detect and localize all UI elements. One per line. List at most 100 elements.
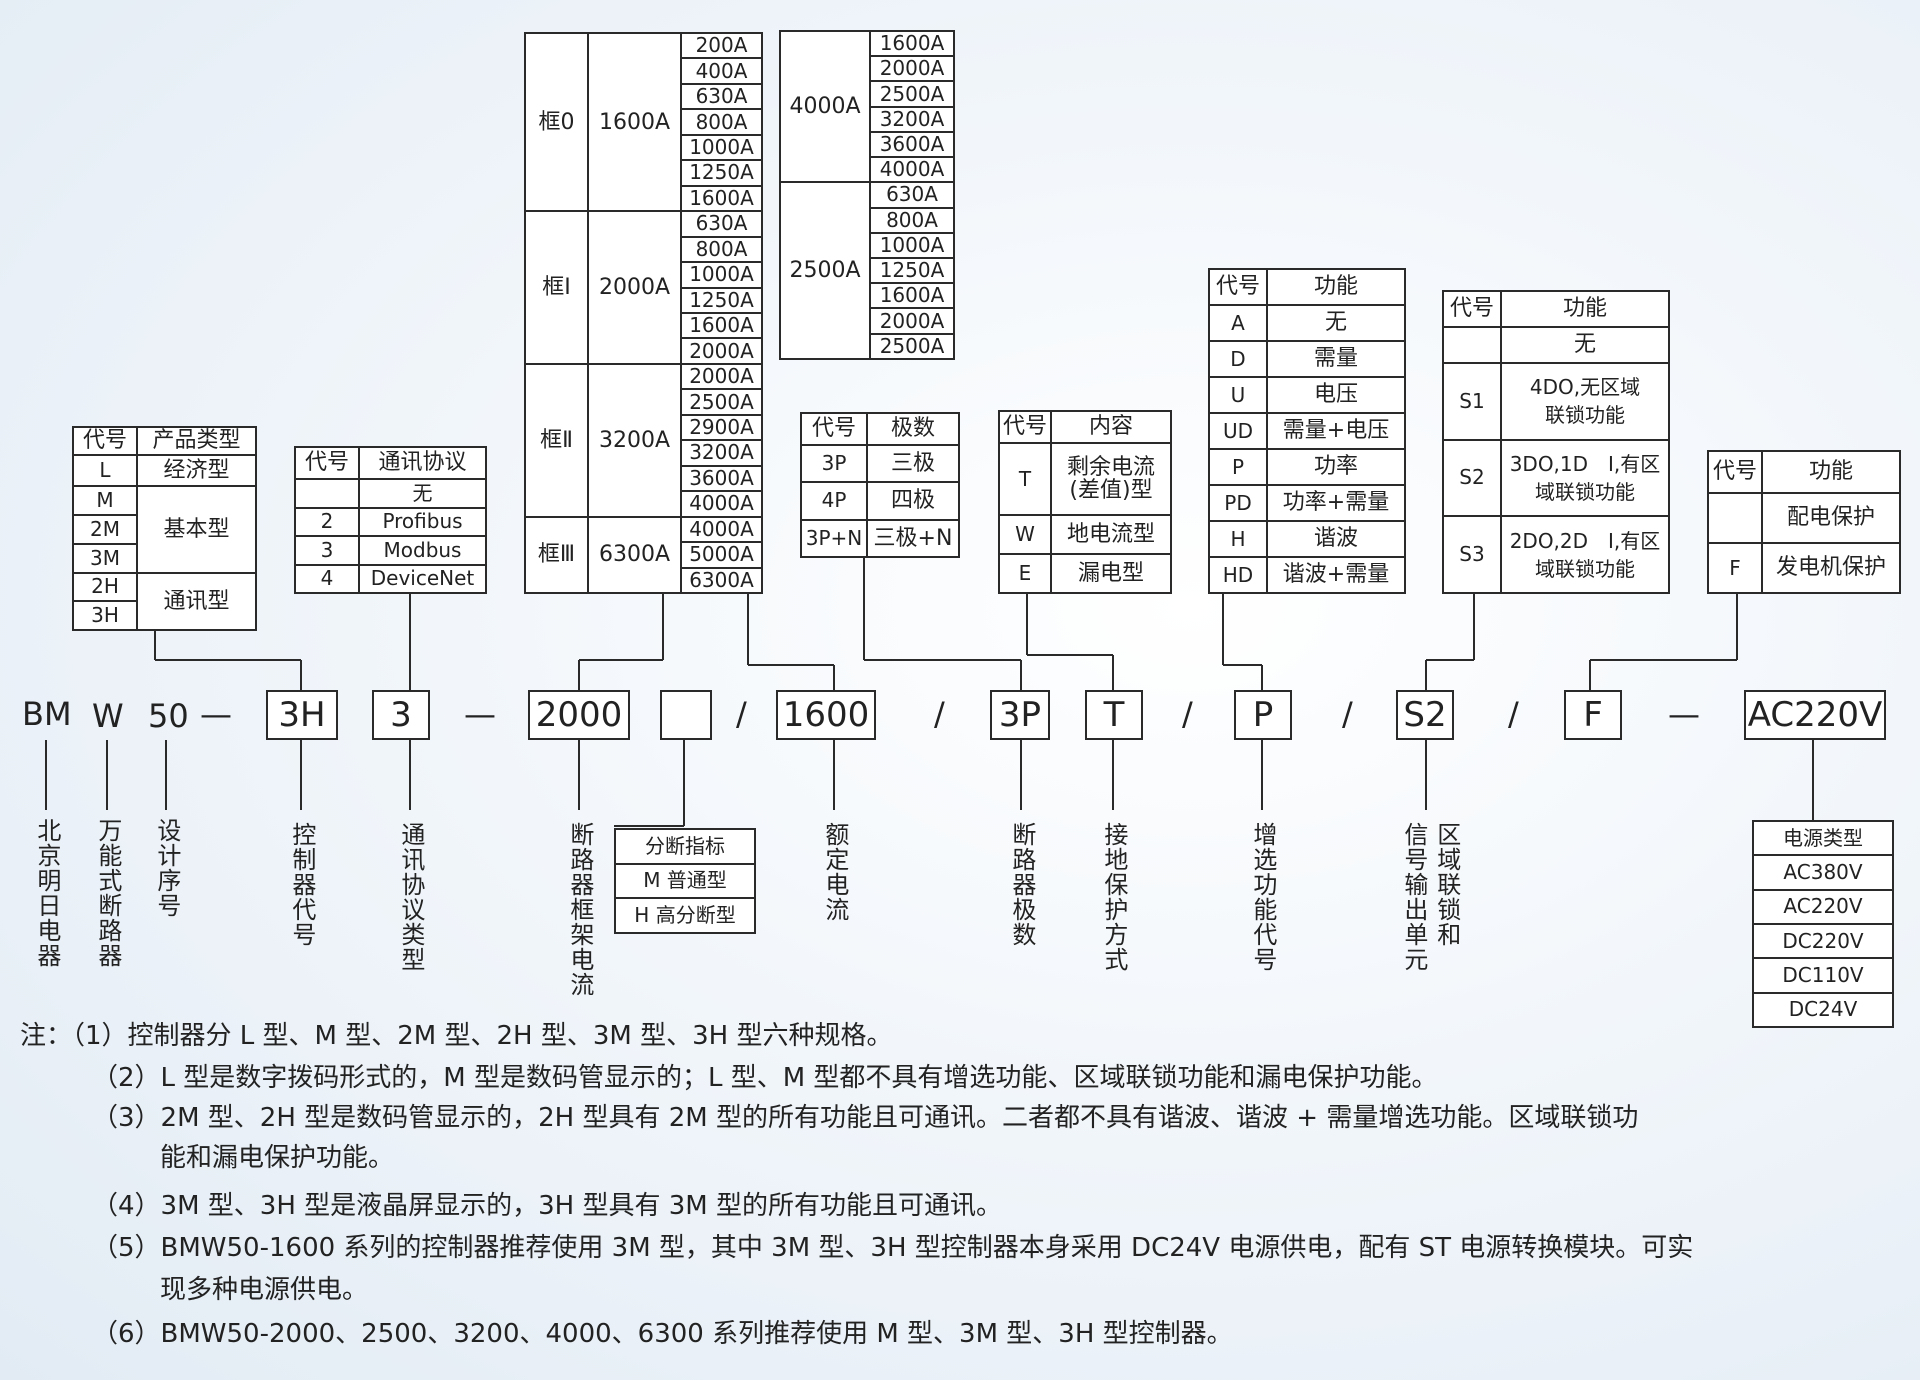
label-zone-line2: 信号输出单元 <box>1399 822 1428 972</box>
function-cell: 发电机保护 <box>1761 542 1901 594</box>
frame-current-cell: 4000A <box>779 29 871 184</box>
code-cell: A <box>1208 304 1268 342</box>
code-cell: 3H <box>72 600 138 631</box>
header-code: 代号 <box>800 412 868 446</box>
label-frame-current: 断路器框架电流 <box>565 822 594 997</box>
rating-cell: 2000A <box>869 55 955 83</box>
code-cell: 3 <box>294 535 360 566</box>
code-cell: D <box>1208 340 1268 378</box>
function-cell: 需量 <box>1266 340 1406 378</box>
rating-cell: 800A <box>680 235 763 264</box>
code-cell: 3P+N <box>800 518 868 559</box>
breaking-row: H 高分断型 <box>614 897 756 934</box>
breaking-title: 分断指标 <box>614 828 756 865</box>
label-rated-current: 额定电流 <box>820 822 849 922</box>
rating-cell: 2900A <box>680 413 763 442</box>
code-cell: W <box>998 514 1052 555</box>
function-cell: 功率+需量 <box>1266 484 1406 522</box>
rating-cell: 1000A <box>680 261 763 289</box>
label-comm-type: 通讯协议类型 <box>396 822 425 972</box>
note-4: （4）3M 型、3H 型是液晶屏显示的，3H 型具有 3M 型的所有功能且可通讯… <box>92 1191 1003 1221</box>
protocol-cell: Modbus <box>358 535 487 566</box>
code-cell: L <box>72 453 138 488</box>
frame-current-cell: 6300A <box>587 515 682 595</box>
code-cell: M <box>72 485 138 517</box>
content-cell: 漏电型 <box>1050 553 1172 594</box>
frame-name-cell: 框0 <box>524 31 589 213</box>
rating-cell: 630A <box>869 181 955 209</box>
function-cell: 需量+电压 <box>1266 412 1406 450</box>
breaking-capacity-table: 分断指标 M 普通型 H 高分断型 <box>614 828 756 934</box>
code-cell: PD <box>1208 484 1268 522</box>
power-row: DC220V <box>1752 922 1894 960</box>
note-6: （6）BMW50-2000、2500、3200、4000、6300 系列推荐使用… <box>92 1319 1233 1349</box>
header-poles: 极数 <box>866 412 960 446</box>
power-row: AC220V <box>1752 888 1894 925</box>
seg-w: W <box>92 697 124 735</box>
code-cell: UD <box>1208 412 1268 450</box>
rating-cell: 4000A <box>680 515 763 544</box>
function-cell: 无 <box>1500 326 1670 364</box>
rating-cell: 2000A <box>869 307 955 335</box>
rating-cell: 800A <box>680 108 763 136</box>
rating-cell: 1250A <box>869 256 955 285</box>
seg-dash: — <box>1668 695 1700 733</box>
function-cell: 4DO,无区域 联锁功能 <box>1500 362 1670 441</box>
label-poles: 断路器极数 <box>1007 822 1036 947</box>
rating-cell: 4000A <box>869 156 955 184</box>
type-cell: 通讯型 <box>136 571 257 631</box>
code-cell <box>294 478 360 509</box>
function-cell: 谐波+需量 <box>1266 556 1406 594</box>
seg-dash: — <box>200 695 232 733</box>
code-cell: F <box>1707 542 1763 594</box>
seg-dash: — <box>464 695 496 733</box>
poles-cell: 四极 <box>866 481 960 521</box>
header-protocol: 通讯协议 <box>358 446 487 480</box>
rating-cell: 6300A <box>680 566 763 595</box>
function-cell: 谐波 <box>1266 520 1406 558</box>
function-box: P <box>1234 690 1292 740</box>
header-content: 内容 <box>1050 410 1172 444</box>
protocol-cell: DeviceNet <box>358 563 487 594</box>
rated-current-box: 1600 <box>776 690 876 740</box>
frame-current-cell: 1600A <box>587 31 682 213</box>
rating-cell: 1000A <box>680 133 763 162</box>
note-3-cont: 能和漏电保护功能。 <box>160 1143 395 1173</box>
code-cell: P <box>1208 448 1268 486</box>
seg-bm: BM <box>22 695 72 733</box>
power-box: AC220V <box>1744 690 1886 740</box>
content-cell: 剩余电流 (差值)型 <box>1050 442 1172 516</box>
rating-cell: 200A <box>680 31 763 60</box>
label-zone-line1: 区域联锁和 <box>1432 822 1461 947</box>
note-5: （5）BMW50-1600 系列的控制器推荐使用 3M 型，其中 3M 型、3H… <box>92 1233 1694 1263</box>
rating-cell: 630A <box>680 82 763 111</box>
poles-box: 3P <box>990 690 1050 740</box>
code-cell: T <box>998 442 1052 516</box>
seg-slash: / <box>934 695 945 733</box>
type-cell: 基本型 <box>136 485 257 574</box>
rating-cell: 630A <box>680 210 763 238</box>
rating-cell: 3600A <box>869 130 955 159</box>
function-cell: 无 <box>1266 304 1406 342</box>
rating-cell: 1600A <box>680 311 763 340</box>
code-cell <box>1707 492 1763 544</box>
code-cell: H <box>1208 520 1268 558</box>
rating-cell: 1600A <box>869 282 955 310</box>
header-code: 代号 <box>1707 450 1763 494</box>
function-cell: 2DO,2D I,有区 域联锁功能 <box>1500 515 1670 594</box>
code-cell: S1 <box>1442 362 1502 441</box>
code-cell: HD <box>1208 556 1268 594</box>
code-cell: U <box>1208 376 1268 414</box>
protocol-cell: Profibus <box>358 506 487 537</box>
label-function-code: 增选功能代号 <box>1248 822 1277 972</box>
label-manufacturer: 北京明日电器 <box>32 818 61 968</box>
zone-box: S2 <box>1396 690 1454 740</box>
generator-box: F <box>1564 690 1622 740</box>
